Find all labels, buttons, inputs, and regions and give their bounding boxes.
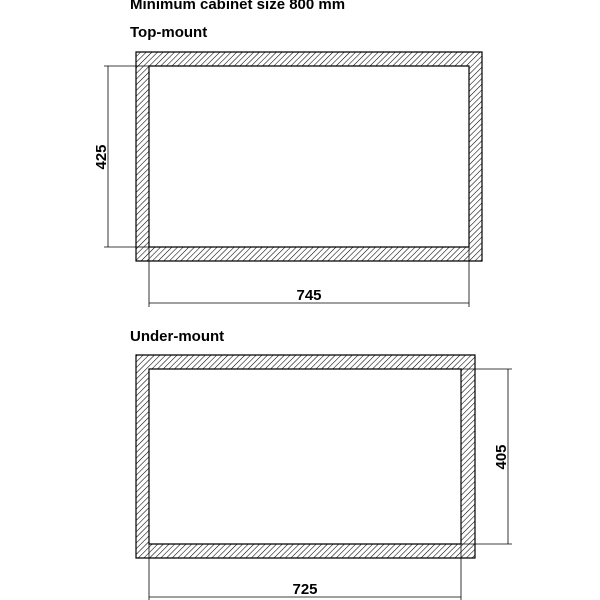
- top-mount-title: Top-mount: [130, 24, 208, 41]
- top-mount-width-label: 745: [296, 287, 321, 304]
- under-mount-width-label: 725: [292, 581, 317, 598]
- under-mount-height-dimension: [461, 368, 512, 545]
- under-mount-frame: [135, 354, 476, 559]
- under-mount-height-label: 405: [493, 444, 510, 469]
- top-mount-frame: [135, 51, 483, 262]
- top-mount-height-dimension: [104, 65, 149, 248]
- under-mount-title: Under-mount: [130, 328, 225, 345]
- under-mount-width-dimension: [148, 544, 462, 600]
- header-title: Minimum cabinet size 800 mm: [130, 0, 346, 13]
- top-mount-width-dimension: [148, 247, 470, 307]
- top-mount-height-label: 425: [93, 144, 110, 169]
